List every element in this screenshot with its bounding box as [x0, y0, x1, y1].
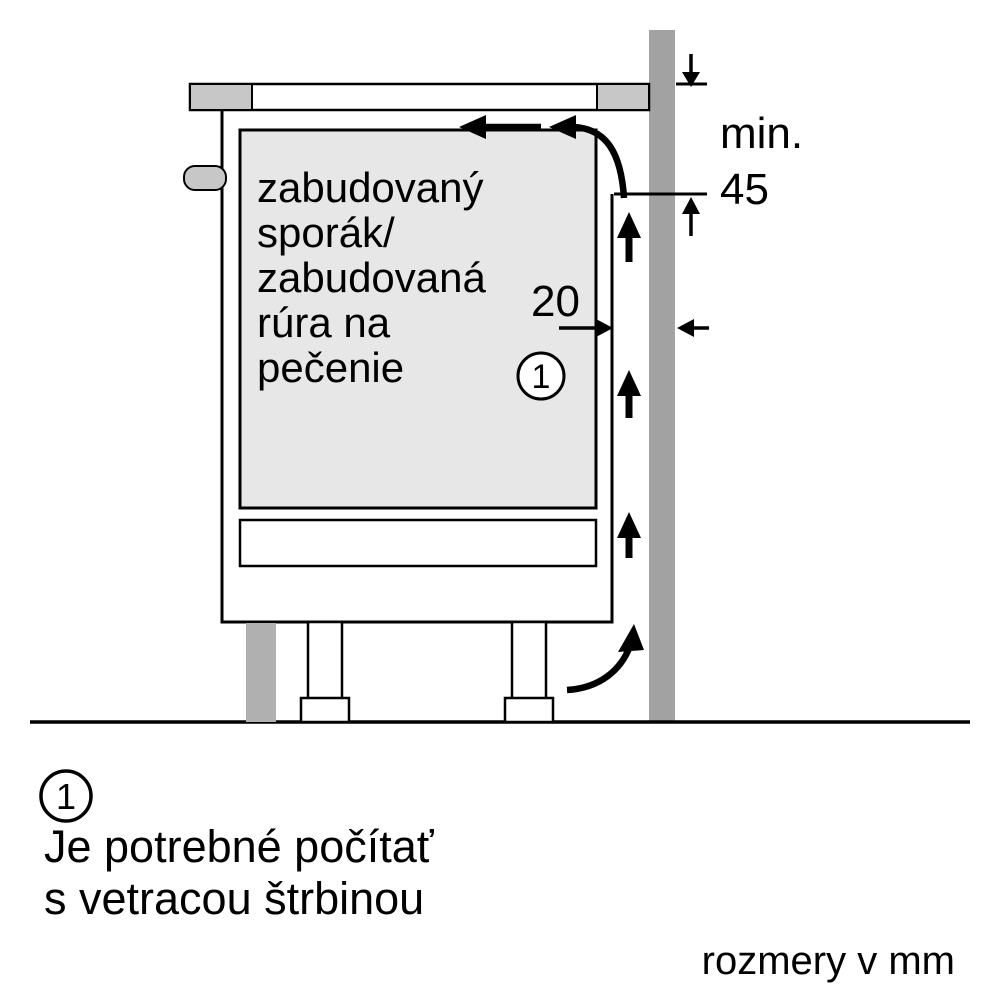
airflow-arrow-top-straight	[459, 115, 541, 139]
oven-label-line-2: sporák/	[257, 209, 395, 256]
legend: 1 Je potrebné počítať s vetracou štrbino…	[39, 769, 435, 924]
units-note: rozmery v mm	[702, 939, 955, 983]
oven-label-line-4: rúra na	[257, 299, 391, 346]
arrow-shaft	[573, 123, 628, 199]
oven-label-line-5: pečenie	[257, 344, 404, 391]
dimension-min-45: min. 45	[614, 54, 803, 236]
arrow-head	[618, 624, 644, 652]
leg-rear-foot	[503, 696, 555, 724]
dim-arrow-head-up	[682, 197, 700, 214]
legend-text-line-1: Je potrebné počítať	[44, 821, 435, 872]
drawer	[238, 518, 598, 568]
dimension-gap-value: 20	[531, 277, 580, 326]
arrow-head	[617, 370, 641, 396]
wall	[649, 30, 675, 722]
airflow-arrow-top-curved	[549, 115, 628, 199]
arrow-head	[617, 512, 641, 538]
dimension-gap-20: 20	[531, 277, 709, 337]
arrow-shaft	[566, 644, 634, 694]
dimension-min-label: min.	[720, 109, 803, 158]
airflow-arrow-bottom-curved	[566, 624, 644, 694]
countertop-left-block	[189, 83, 253, 111]
callout-number: 1	[532, 358, 551, 396]
callout-circle	[516, 351, 566, 401]
arrow-head	[549, 115, 576, 139]
arrow-head	[459, 115, 486, 139]
legend-marker-circle	[39, 769, 93, 823]
leg-front-foot	[299, 696, 351, 724]
cabinet-outline	[220, 110, 614, 624]
dim-arrow-head-down	[682, 72, 700, 87]
arrow-head	[617, 212, 641, 238]
leg-front	[306, 620, 344, 702]
dimension-min-value: 45	[720, 165, 769, 214]
oven-compartment	[238, 128, 598, 510]
airflow-arrow-up-3	[617, 512, 641, 558]
oven-label-line-3: zabudovaná	[257, 254, 487, 301]
legend-marker-number: 1	[56, 776, 76, 817]
airflow-arrow-up-2	[617, 370, 641, 418]
countertop	[188, 82, 651, 112]
legend-text-line-2: s vetracou štrbinou	[44, 873, 424, 924]
plinth-support	[246, 623, 276, 722]
oven-label-line-1: zabudovaný	[257, 164, 484, 211]
airflow-arrow-up-1	[617, 212, 641, 262]
dim-arrow-head-right	[596, 319, 613, 337]
leg-rear	[510, 620, 548, 702]
hob-body-block	[596, 83, 650, 111]
callout-1-marker: 1	[516, 351, 566, 401]
dim-arrow-head-left	[677, 319, 694, 337]
handle	[183, 165, 227, 191]
